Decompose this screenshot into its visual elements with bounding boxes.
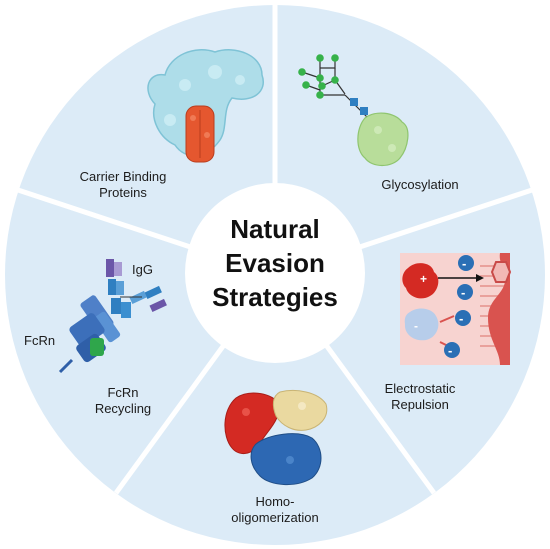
center-circle xyxy=(185,183,365,363)
label-line: Carrier Binding xyxy=(79,169,167,184)
negative-charge: - xyxy=(459,311,463,326)
carrier-protein-icon xyxy=(147,49,264,163)
negative-charge: - xyxy=(462,256,466,271)
center-title-line: Strategies xyxy=(212,282,338,312)
label-electrostatic: Electrostatic Repulsion xyxy=(360,381,480,413)
antibody-icon xyxy=(58,259,167,374)
segment-dividers xyxy=(17,4,533,495)
label-line: Proteins xyxy=(99,185,147,200)
center-title-line: Natural xyxy=(230,214,320,244)
plus-sign: + xyxy=(420,272,427,286)
label-line: Recycling xyxy=(94,401,152,416)
center-title-line: Evasion xyxy=(225,248,325,278)
glycosylation-icon xyxy=(298,54,409,167)
negative-charge: - xyxy=(448,343,452,358)
label-line: Electrostatic xyxy=(384,381,456,396)
label-fcrn: FcRn xyxy=(24,333,56,348)
label-carrier-binding: Carrier Binding Proteins xyxy=(48,169,198,201)
center-title: Natural Evasion Strategies xyxy=(195,212,355,314)
label-homo-oligomerization: Homo- oligomerization xyxy=(210,494,340,526)
homo-oligomer-icon xyxy=(224,390,328,485)
label-igg: IgG xyxy=(132,262,153,277)
label-glycosylation: Glycosylation xyxy=(360,177,480,193)
label-line: Repulsion xyxy=(391,397,449,412)
label-line: Glycosylation xyxy=(381,177,459,192)
electrostatic-icon: + - - - - - xyxy=(400,253,512,365)
label-fcrn-recycling: FcRn Recycling xyxy=(68,385,178,417)
label-line: Homo- xyxy=(255,494,295,509)
negative-charge: - xyxy=(461,285,465,300)
label-line: FcRn xyxy=(107,385,139,400)
minus-sign-protein: - xyxy=(414,319,418,333)
label-line: oligomerization xyxy=(231,510,319,525)
